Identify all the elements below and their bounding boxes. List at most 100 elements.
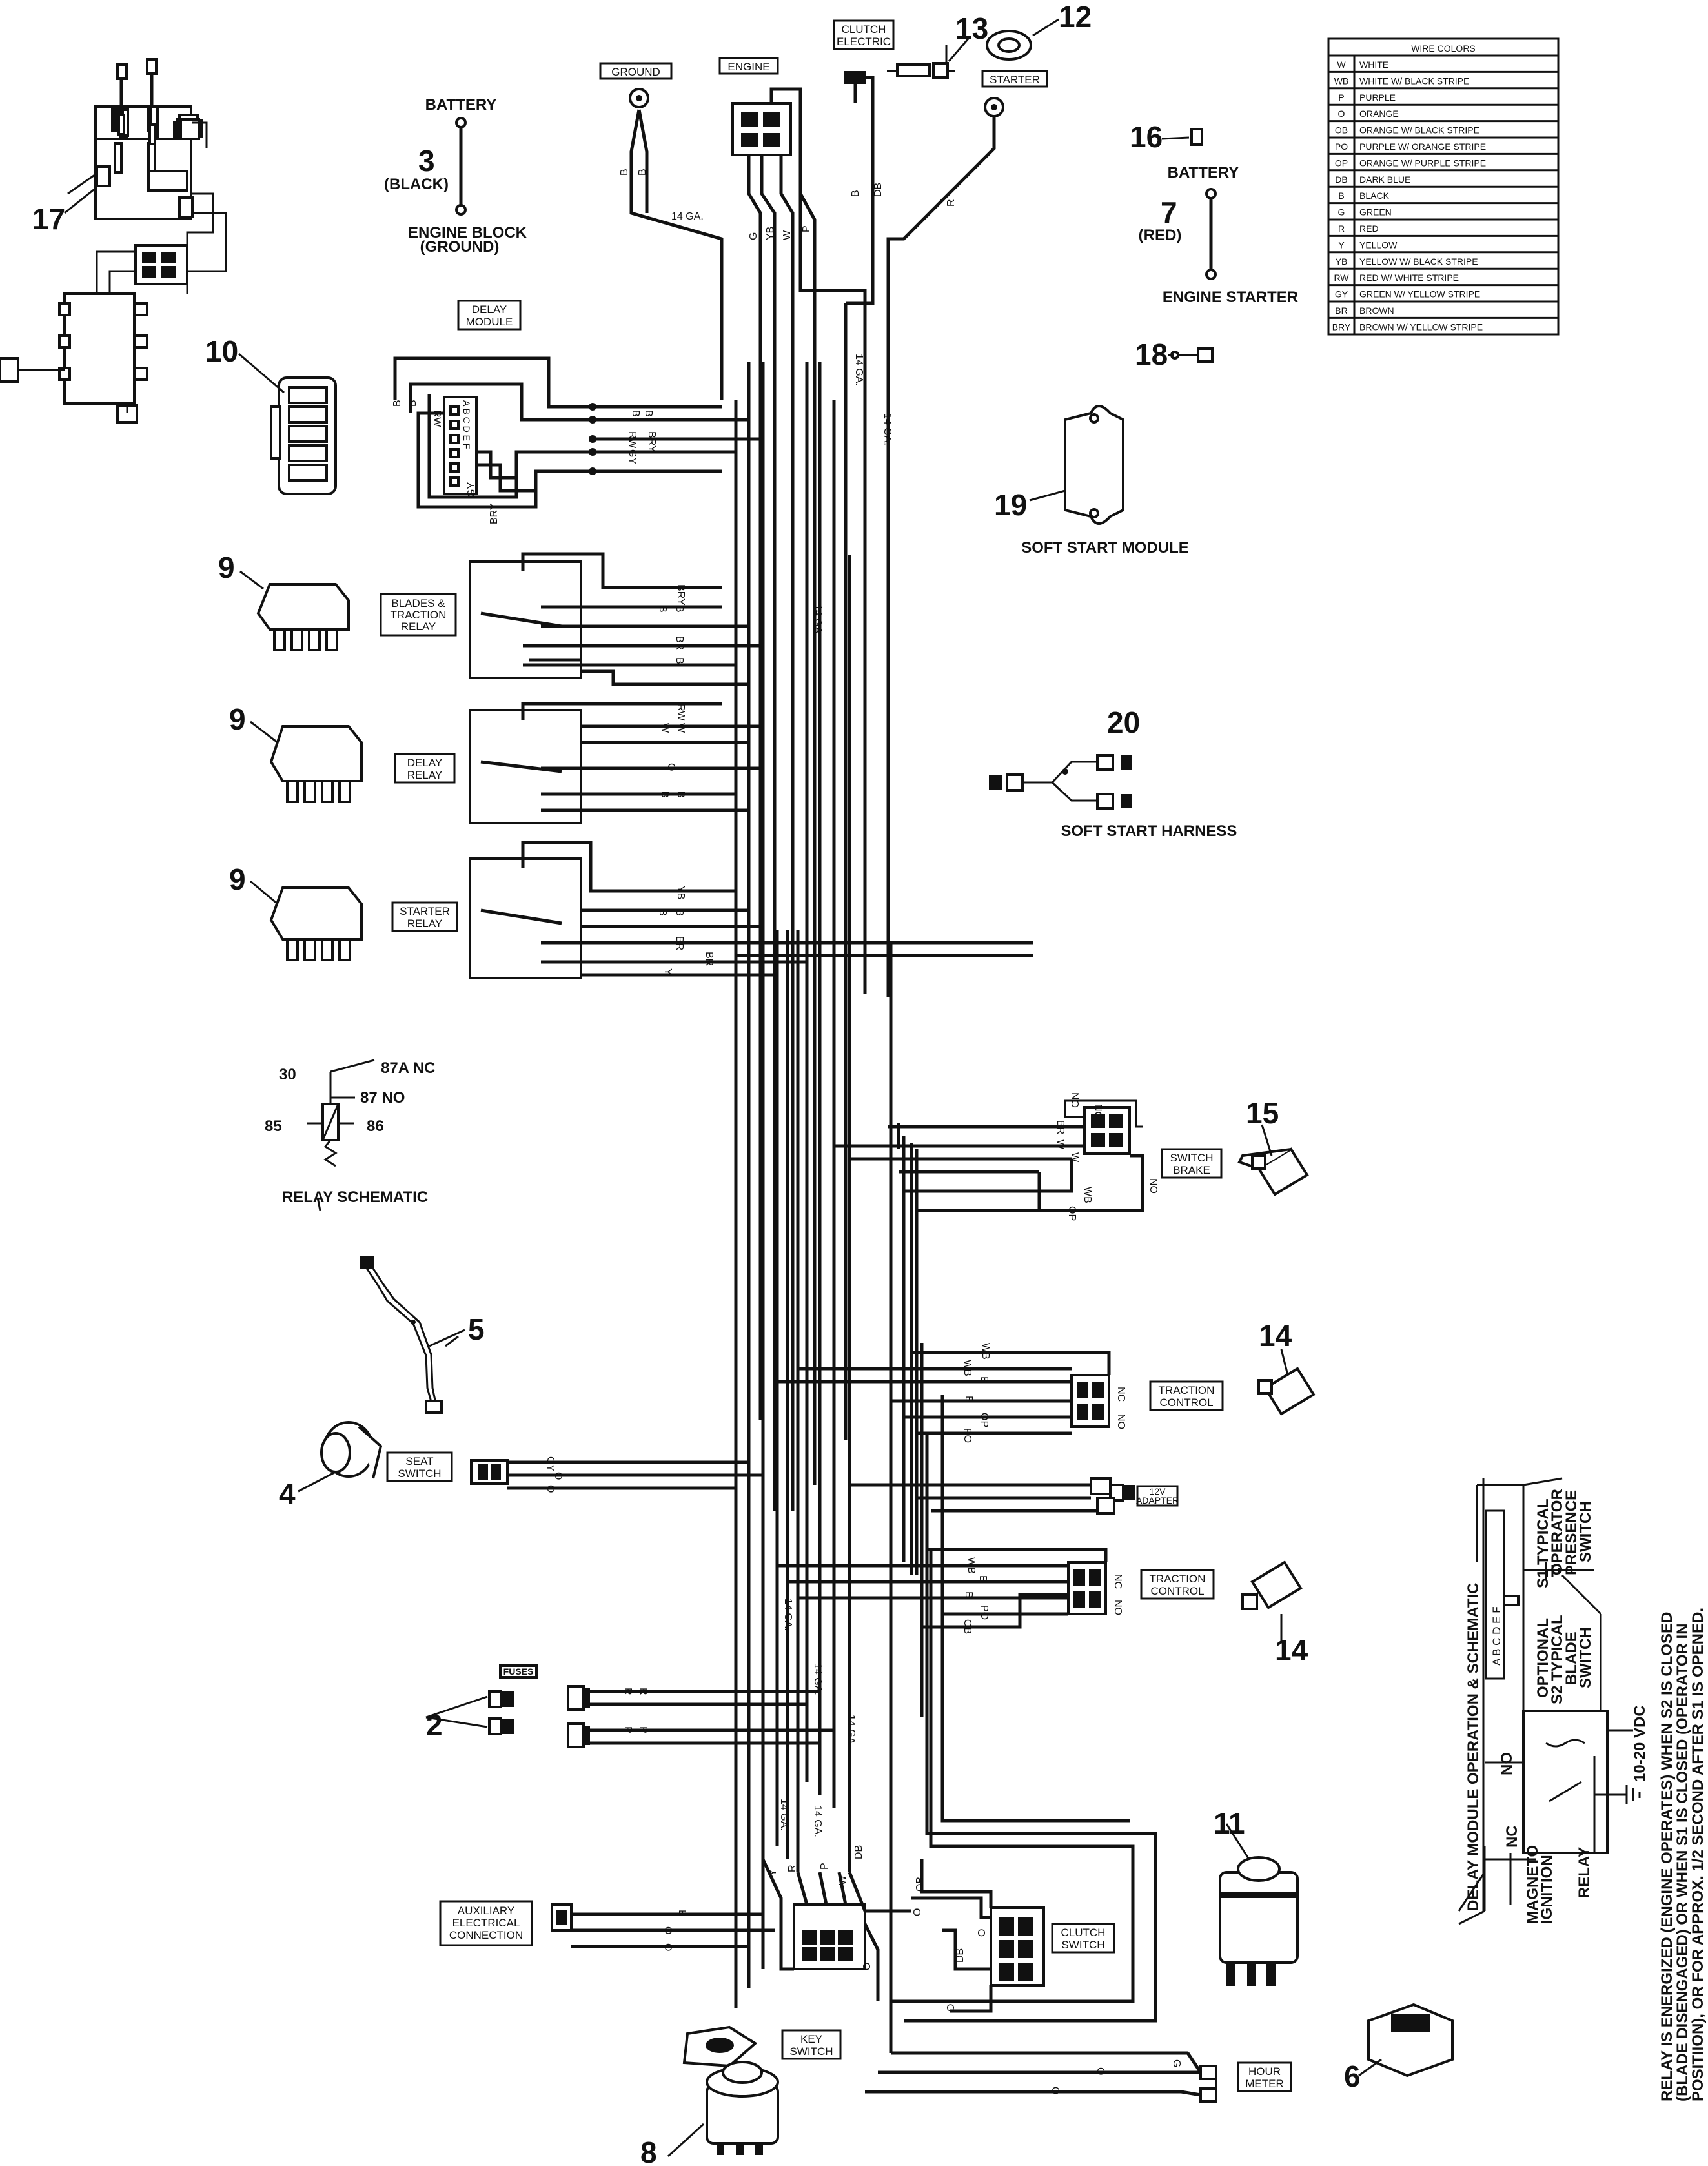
wire-color-code: G xyxy=(1338,207,1345,218)
wire-tag: B xyxy=(977,1575,988,1582)
ground-terminal xyxy=(629,88,724,400)
blades-relay-label-3: RELAY xyxy=(401,620,436,633)
wire-color-code: PO xyxy=(1335,141,1348,152)
seat-switch-4 xyxy=(320,1421,383,1479)
gauge-label-5: 14 GA. xyxy=(782,1599,793,1631)
relay-9-bottom xyxy=(269,886,363,961)
ds-magneto-2: IGNITION xyxy=(1538,1855,1556,1924)
wire-color-code: GY xyxy=(1335,289,1348,300)
key-switch-label-1: KEY xyxy=(800,2033,822,2045)
callout-12: 12 xyxy=(1059,0,1092,34)
wire-tag: R xyxy=(787,1865,798,1872)
gauge-label-7: 14 GA. xyxy=(846,1715,857,1747)
gauge-label-2: 14 GA. xyxy=(853,354,864,386)
aux-connector xyxy=(551,1903,775,1948)
wire-color-name: ORANGE xyxy=(1359,108,1399,119)
wire-tag: B xyxy=(657,606,668,613)
callout-6: 6 xyxy=(1344,2059,1361,2093)
wire-tag: RW xyxy=(627,431,638,449)
gauge-label-1: 14 GA. xyxy=(671,211,704,222)
wire-tag: B xyxy=(674,657,685,664)
wire-tag: OP xyxy=(979,1413,990,1427)
wire-tag: O xyxy=(912,1908,923,1916)
wire-tag: BRY xyxy=(489,503,500,524)
soft-start-module-label: SOFT START MODULE xyxy=(1021,539,1189,557)
aux-label-1: AUXILIARY xyxy=(458,1905,515,1917)
wire-color-code: YB xyxy=(1336,256,1348,267)
wire-color-name: RED W/ WHITE STRIPE xyxy=(1359,272,1459,283)
wire-tag: NC xyxy=(1112,1574,1123,1589)
starter-label: STARTER xyxy=(990,74,1040,86)
wire-tag: B xyxy=(674,606,685,613)
wire-color-code: RW xyxy=(1334,272,1349,283)
wire-tag: OP xyxy=(1066,1206,1077,1221)
gauge-label-4: 14 GA. xyxy=(812,604,823,637)
wire-tag: WB xyxy=(966,1557,977,1574)
callout-11: 11 xyxy=(1214,1806,1245,1840)
wire-color-name: PURPLE W/ ORANGE STRIPE xyxy=(1359,141,1486,152)
wire-color-name: ORANGE W/ PURPLE STRIPE xyxy=(1359,158,1486,168)
ds-vdc: 10-20 VDC xyxy=(1631,1705,1649,1782)
wire-tag: Y xyxy=(768,1869,778,1876)
wire-tag: WB xyxy=(962,1360,973,1376)
brake-switch-15 xyxy=(1237,1147,1309,1196)
gauge-label-9: 14 GA. xyxy=(812,1805,823,1837)
wire-tag: O xyxy=(545,1485,556,1493)
callout-16: 16 xyxy=(1130,120,1163,154)
wire-tag: BR xyxy=(1055,1120,1066,1134)
callout-10: 10 xyxy=(205,334,238,368)
battery-label: BATTERY xyxy=(425,96,497,114)
callout-14-top: 14 xyxy=(1259,1319,1292,1353)
seat-harness-5 xyxy=(360,1256,459,1414)
relay-9-top xyxy=(256,583,350,651)
wire-color-code: OP xyxy=(1335,158,1348,168)
battery-red-label: BATTERY xyxy=(1168,164,1239,181)
clutch-switch-label-1: CLUTCH xyxy=(1061,1926,1106,1939)
wire-tag: W xyxy=(1069,1152,1080,1163)
gauge-label-3: 14 GA. xyxy=(882,413,893,445)
adapter-12v-connector xyxy=(849,1477,1135,1515)
ds-no: NO xyxy=(1498,1752,1516,1775)
starter-relay xyxy=(469,841,1033,979)
starter-relay-label-2: RELAY xyxy=(407,917,443,930)
switch-brake-connector xyxy=(834,1099,1144,1212)
engine-block-label: ENGINE BLOCK xyxy=(408,224,527,241)
clutch-electric-label-1: CLUTCH xyxy=(842,23,886,36)
hour-meter-connector xyxy=(865,2051,1217,2103)
relay-schematic xyxy=(307,1059,375,1211)
ds-s1-2: OPERATOR xyxy=(1549,1489,1566,1575)
wire-color-code: B xyxy=(1338,190,1344,201)
main-harness-trunks xyxy=(734,362,944,2053)
wire-color-code: BRY xyxy=(1332,322,1351,332)
ds-s2-4: SWITCH xyxy=(1577,1627,1594,1688)
component-labels: BATTERY (BLACK) ENGINE BLOCK (GROUND) BA… xyxy=(265,19,1298,2092)
black-label: (BLACK) xyxy=(384,176,449,193)
wire-tag: O xyxy=(977,1929,988,1937)
wire-tag: R xyxy=(946,199,957,207)
wire-tag: P xyxy=(638,1726,649,1733)
callout-15: 15 xyxy=(1246,1096,1279,1130)
wire-tag: BRY xyxy=(675,584,686,606)
callout-9-mid: 9 xyxy=(229,702,246,736)
relay-9-mid xyxy=(269,725,363,803)
wire-color-name: WHITE W/ BLACK STRIPE xyxy=(1359,76,1469,86)
connector-10 xyxy=(270,376,337,495)
wire-color-name: BROWN W/ YELLOW STRIPE xyxy=(1359,322,1483,332)
wire-tag: B xyxy=(675,791,686,798)
wire-color-code: BR xyxy=(1335,305,1347,316)
wire-tag: NO xyxy=(1115,1414,1126,1429)
wire-color-name: BROWN xyxy=(1359,305,1394,316)
ds-note-3: POSITIION), OR FOR APPROX. 1/2 SECOND AF… xyxy=(1689,1608,1707,2101)
key-switch-8 xyxy=(682,2025,779,2155)
wire-tag: NO xyxy=(1112,1600,1123,1615)
wire-tag: O xyxy=(946,2004,957,2012)
wire-tag: GY xyxy=(466,482,477,497)
callout-4: 4 xyxy=(279,1477,296,1511)
wire-tag: O xyxy=(1050,2087,1061,2094)
wire-tag: B xyxy=(963,1591,974,1599)
ds-s1-4: SWITCH xyxy=(1577,1501,1594,1562)
component-17 xyxy=(0,58,227,424)
relay-schematic-label: RELAY SCHEMATIC xyxy=(282,1189,428,1206)
wire-tag: WB xyxy=(1082,1187,1093,1203)
blades-relay-label-1: BLADES & xyxy=(391,597,445,609)
